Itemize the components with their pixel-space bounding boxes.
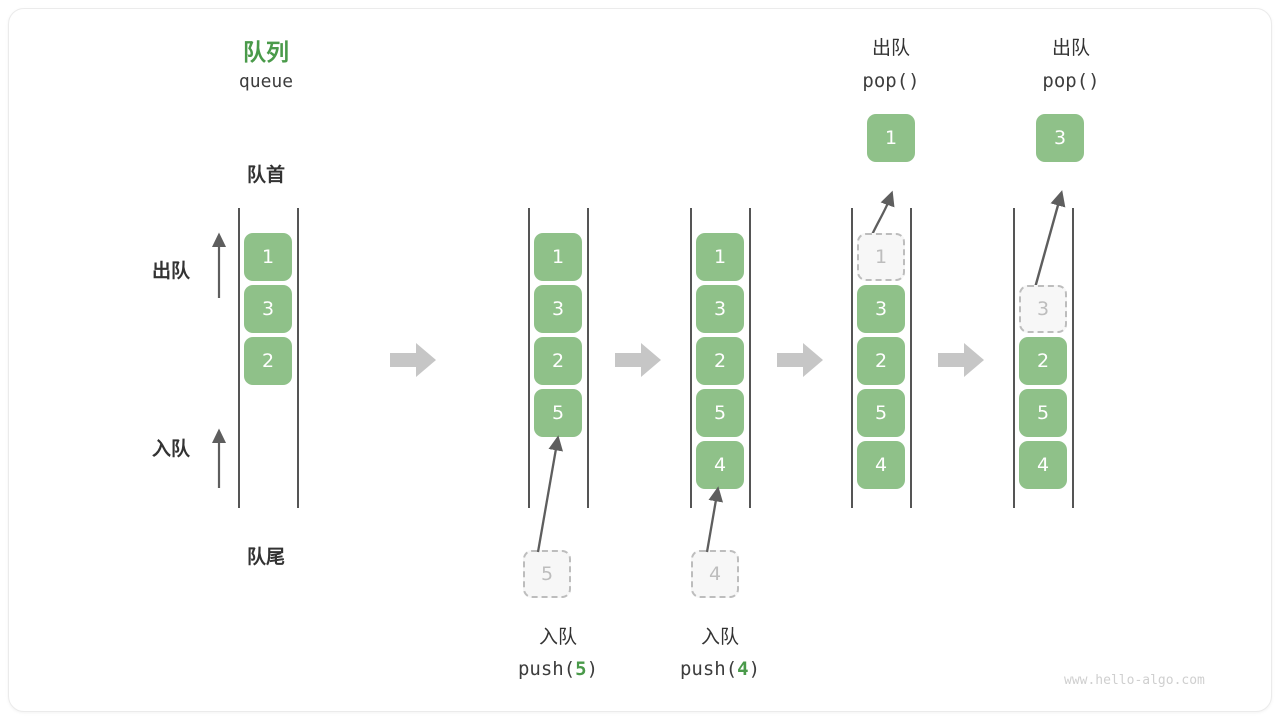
- queue-cell: 5: [857, 389, 905, 437]
- step-arrow-icon: [390, 343, 436, 377]
- push-4-caption-cn: 入队: [700, 626, 739, 648]
- push-4-code-prefix: push(: [679, 658, 738, 680]
- queue-cell: 4: [1019, 441, 1067, 489]
- push-5-caption-cn: 入队: [538, 626, 577, 648]
- push-4-caption-code: push(4): [640, 658, 800, 680]
- popped-cell: 1: [867, 114, 915, 162]
- queue-cell: 3: [696, 285, 744, 333]
- step-arrow-icon: [938, 343, 984, 377]
- queue-rail-right: [749, 208, 751, 508]
- queue-cell: 3: [244, 285, 292, 333]
- queue-rail-right: [910, 208, 912, 508]
- queue-rail-left: [528, 208, 530, 508]
- push-4-code-num: 4: [737, 658, 749, 680]
- queue-rail-right: [297, 208, 299, 508]
- popped-cell: 3: [1036, 114, 1084, 162]
- queue-cell: 2: [857, 337, 905, 385]
- queue-cell-ghost: 1: [857, 233, 905, 281]
- push-5-code-suffix: ): [586, 658, 599, 680]
- queue-cell: 4: [857, 441, 905, 489]
- dequeue-flow-arrow: [1031, 190, 1066, 296]
- enqueue-direction-arrow: [211, 428, 227, 488]
- enqueue-side-label: 入队: [151, 438, 190, 460]
- queue-cell: 5: [696, 389, 744, 437]
- queue-rail-left: [1013, 208, 1015, 508]
- incoming-ghost-cell: 4: [691, 550, 739, 598]
- queue-rail-right: [1072, 208, 1074, 508]
- queue-cell: 4: [696, 441, 744, 489]
- queue-cell: 1: [244, 233, 292, 281]
- watermark: www.hello-algo.com: [1064, 673, 1205, 688]
- pop-3-header-cn: 出队: [1051, 37, 1090, 59]
- dequeue-side-label: 出队: [151, 260, 190, 282]
- queue-front-label: 队首: [246, 164, 285, 186]
- queue-cell: 1: [696, 233, 744, 281]
- queue-cell: 2: [696, 337, 744, 385]
- dequeue-direction-arrow: [211, 232, 227, 298]
- push-4-code-suffix: ): [748, 658, 761, 680]
- queue-cell: 2: [534, 337, 582, 385]
- figure-title-en: queue: [238, 71, 294, 92]
- queue-cell-ghost: 3: [1019, 285, 1067, 333]
- queue-cell: 3: [534, 285, 582, 333]
- queue-rear-label: 队尾: [246, 546, 285, 568]
- queue-cell: 2: [244, 337, 292, 385]
- queue-cell: 5: [534, 389, 582, 437]
- push-5-caption-code: push(5): [478, 658, 638, 680]
- incoming-ghost-cell: 5: [523, 550, 571, 598]
- queue-cell: 3: [857, 285, 905, 333]
- queue-cell: 2: [1019, 337, 1067, 385]
- pop-1-header-code: pop(): [862, 70, 920, 92]
- pop-3-header-code: pop(): [1042, 70, 1100, 92]
- queue-cell: 5: [1019, 389, 1067, 437]
- enqueue-flow-arrow: [705, 486, 724, 553]
- push-5-code-num: 5: [575, 658, 587, 680]
- queue-rail-left: [690, 208, 692, 508]
- enqueue-flow-arrow: [536, 435, 563, 553]
- step-arrow-icon: [777, 343, 823, 377]
- step-arrow-icon: [615, 343, 661, 377]
- queue-cell: 1: [534, 233, 582, 281]
- figure-title-cn: 队列: [243, 40, 289, 66]
- queue-rail-left: [238, 208, 240, 508]
- queue-rail-left: [851, 208, 853, 508]
- queue-rail-right: [587, 208, 589, 508]
- pop-1-header-cn: 出队: [871, 37, 910, 59]
- push-5-code-prefix: push(: [517, 658, 576, 680]
